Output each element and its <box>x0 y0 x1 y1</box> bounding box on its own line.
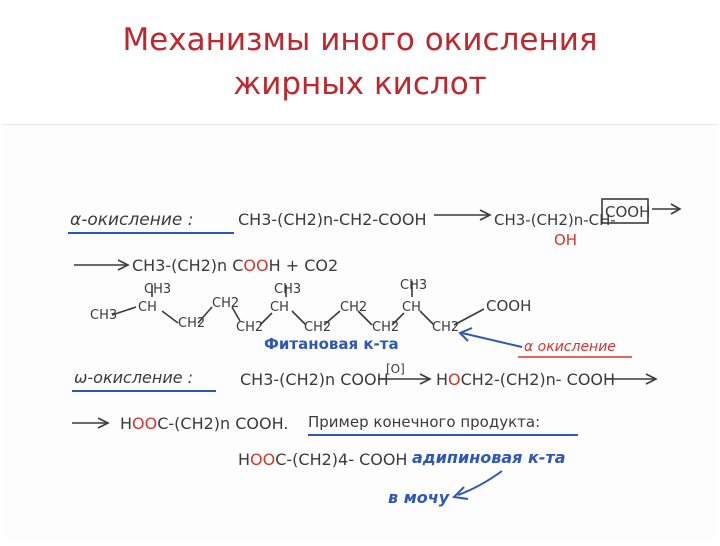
alpha-pointer-label: α окисление <box>524 339 616 355</box>
skeleton-ch-1: CH <box>138 300 157 315</box>
skeleton-ch2-1: CH2 <box>178 316 205 331</box>
omega-substrate: CH3-(CH2)n COOH <box>240 370 389 389</box>
skeleton-cooh: COOH <box>486 297 531 315</box>
urine-arrow-head <box>451 486 469 500</box>
handwritten-sheet: α-окисление : CH3-(CH2)n-CH2-COOH CH3-(C… <box>2 124 718 541</box>
handwritten-notes: α-окисление : CH3-(CH2)n-CH2-COOH CH3-(C… <box>68 198 682 507</box>
alpha-arrow-1-head <box>479 209 492 221</box>
cooh-box <box>601 198 649 224</box>
phytanic-name: Фитановая к-та <box>264 335 399 353</box>
final-name: адипиновая к-та <box>412 448 566 467</box>
methyl-2: CH3 <box>274 282 301 297</box>
title-line-2: жирных кислот <box>233 66 487 102</box>
alpha-pointer-head <box>458 327 473 342</box>
alpha-start: CH3-(CH2)n-CH2-COOH <box>238 210 426 229</box>
urine-arrow <box>457 470 503 496</box>
omega-label: ω-окисление : <box>74 368 193 387</box>
alpha-arrow-2-head <box>670 203 682 215</box>
alpha-pointer-arrow <box>461 332 523 348</box>
skeleton-ch3-end: CH3 <box>90 308 117 323</box>
slide-title: Механизмы иного окисления жирных кислот <box>0 18 720 106</box>
example-label: Пример конечного продукта: <box>308 413 540 431</box>
skeleton-ch2-3: CH2 <box>236 320 263 335</box>
alpha-mid: CH3-(CH2)n-CH- <box>494 211 616 229</box>
methyl-1: CH3 <box>144 282 171 297</box>
alpha-label: α-окисление : <box>70 210 193 230</box>
methyl-3: CH3 <box>400 278 427 293</box>
alpha-mid-cooh: COOH <box>605 203 650 221</box>
omega-over-arrow: [O] <box>386 362 405 376</box>
title-line-1: Механизмы иного окисления <box>122 22 598 58</box>
omega-product: HOCH2-(CH2)n- COOH <box>436 370 615 389</box>
skeleton-ch-3: CH <box>402 300 421 315</box>
skeleton-ch2-7: CH2 <box>432 320 459 335</box>
skeleton-ch-2: CH <box>270 300 289 315</box>
alpha-arrow-3-head <box>117 259 130 271</box>
skeleton-ch2-2: CH2 <box>212 296 239 311</box>
alpha-oh: OH <box>554 231 577 249</box>
urine-label: в мочу <box>388 488 450 507</box>
omega-arrow-1-head <box>419 373 432 385</box>
omega-arrow-3-head <box>97 417 110 429</box>
omega-next: HOOC-(CH2)n COOH. <box>120 414 288 433</box>
omega-arrow-2-head <box>645 373 658 385</box>
final-product: HOOC-(CH2)4- COOH <box>238 450 407 469</box>
alpha-product: CH3-(CH2)n COOH + CO2 <box>132 256 338 275</box>
skeleton-bonds <box>111 281 485 326</box>
skeleton-ch2-5: CH2 <box>340 300 367 315</box>
